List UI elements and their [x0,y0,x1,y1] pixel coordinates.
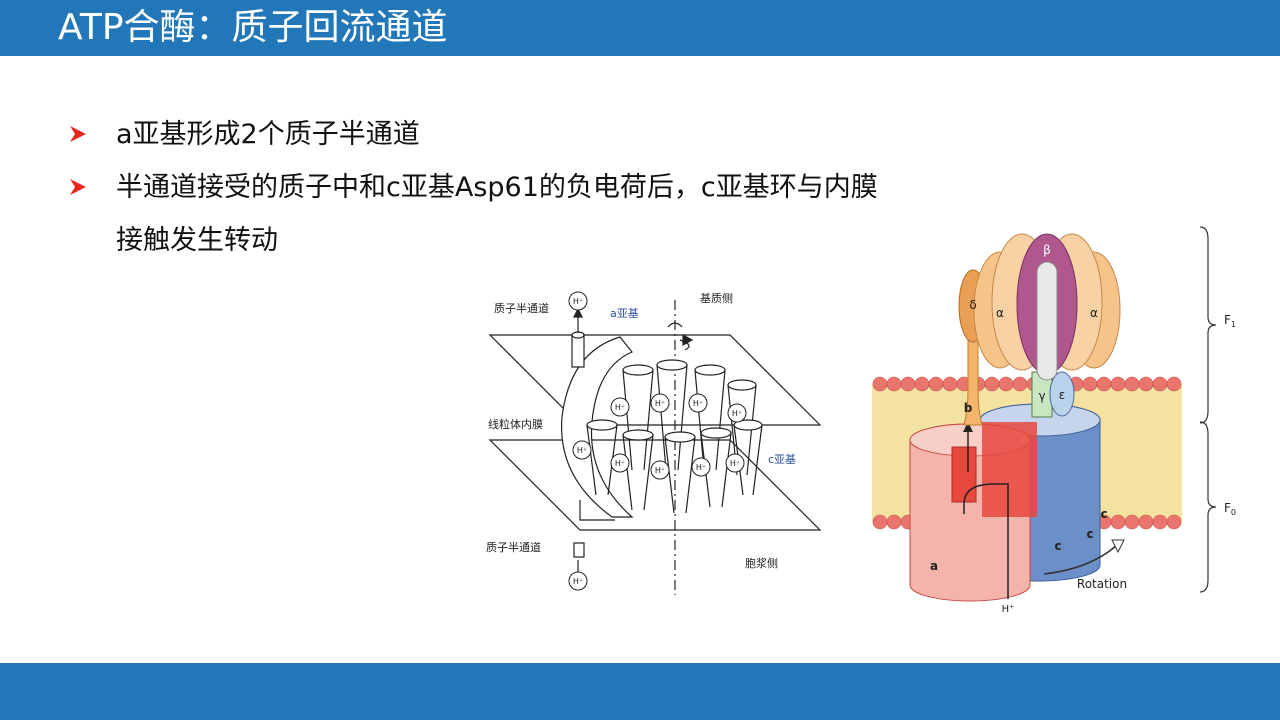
cytoplasm-side-label: 胞浆侧 [745,556,778,570]
membrane-top-plane [488,334,822,426]
proton-label: H⁺ [730,459,740,468]
a-subunit-label: a亚基 [610,307,639,320]
proton-channel-diagram: H⁺ H⁺ H⁺ H⁺ H⁺ H⁺ H⁺ H⁺ H⁺ H⁺ H⁺ 质子半通道 a… [486,291,822,595]
proton-label: H⁺ [573,297,583,306]
footer-bar [0,663,1280,720]
half-channel-bottom-label: 质子半通道 [486,540,541,554]
bullet-text-2: 半通道接受的质子中和c亚基Asp61的负电荷后，c亚基环与内膜接触发生转动 [116,172,878,256]
proton-label: H⁺ [1002,604,1015,615]
alpha-left-label: α [996,306,1004,320]
proton-label: H⁺ [655,466,665,475]
arrow-bullet-icon [70,179,86,195]
header-bar: ATP合酶：质子回流通道 [0,0,1280,56]
atp-synthase-illustration: β α α δ γ ε b a c c c Rotation H⁺ F1 F0 [872,226,1236,615]
proton-label: H⁺ [693,399,703,408]
arrow-bullet-icon [70,126,86,142]
alpha-right-label: α [1090,306,1098,320]
gamma-label: γ [1038,389,1045,403]
matrix-side-label: 基质侧 [700,292,733,305]
delta-label: δ [969,298,976,312]
epsilon-label: ε [1059,388,1066,402]
proton-label: H⁺ [615,403,625,412]
proton-label: H⁺ [696,463,706,472]
proton-label: H⁺ [732,409,742,418]
c-label: c [1086,527,1093,541]
membrane-bottom-plane [488,439,822,531]
proton-label: H⁺ [573,577,583,586]
a-label: a [930,559,938,573]
rotation-label: Rotation [1077,577,1127,591]
f1-label: F1 [1224,313,1236,329]
inner-membrane-label: 线粒体内膜 [488,417,543,431]
c-label: c [1054,539,1061,553]
bullet-text-1: a亚基形成2个质子半通道 [116,119,420,150]
bullet-list: a亚基形成2个质子半通道 半通道接受的质子中和c亚基Asp61的负电荷后，c亚基… [64,108,904,267]
b-label: b [964,401,973,415]
proton-label: H⁺ [615,459,625,468]
bullet-item-1: a亚基形成2个质子半通道 [64,108,904,161]
beta-label: β [1043,243,1051,257]
f0-label: F0 [1224,501,1236,517]
proton-label: H⁺ [577,446,587,455]
slide-title: ATP合酶：质子回流通道 [58,7,448,48]
bullet-item-2: 半通道接受的质子中和c亚基Asp61的负电荷后，c亚基环与内膜接触发生转动 [64,161,904,267]
c-label: c [1100,507,1107,521]
half-channel-top-label: 质子半通道 [494,301,549,315]
c-subunit-label: c亚基 [768,453,796,466]
proton-label: H⁺ [655,399,665,408]
